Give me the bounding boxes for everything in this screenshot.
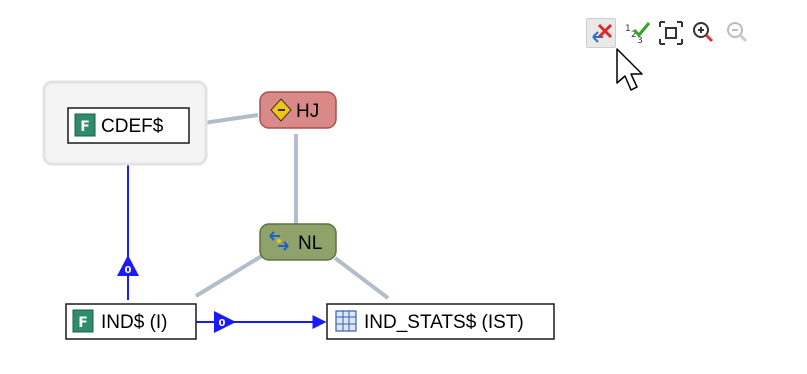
node-ind-stats[interactable]: IND_STATS$ (IST) xyxy=(326,303,555,340)
table-f-icon: F xyxy=(74,113,96,137)
node-ind-stats-label: IND_STATS$ (IST) xyxy=(364,312,524,333)
red-x-arrows-icon xyxy=(592,23,613,43)
edge-ind-to-nl xyxy=(194,252,267,298)
table-grid-icon xyxy=(335,310,357,332)
table-f-icon: F xyxy=(72,309,94,333)
zoom-in-icon xyxy=(693,22,714,43)
svg-text:0: 0 xyxy=(125,265,132,276)
node-nl[interactable]: NL xyxy=(259,223,337,261)
svg-text:F: F xyxy=(80,119,90,135)
fit-to-view-button[interactable] xyxy=(656,18,686,48)
svg-text:F: F xyxy=(78,315,88,331)
edge-indstats-to-nl xyxy=(333,256,390,300)
svg-text:1: 1 xyxy=(625,24,631,34)
zoom-out-disabled-icon xyxy=(727,22,748,43)
clear-selection-button[interactable] xyxy=(586,18,616,48)
node-ind[interactable]: F IND$ (I) xyxy=(65,303,197,340)
cardinality-badge-vertical: 0 xyxy=(117,255,139,276)
node-cdef-label: CDEF$ xyxy=(101,116,164,137)
svg-text:3: 3 xyxy=(637,36,643,46)
node-hj[interactable]: HJ xyxy=(259,91,337,129)
zoom-in-button[interactable] xyxy=(688,18,718,48)
zoom-out-button[interactable] xyxy=(722,18,752,48)
svg-text:2: 2 xyxy=(631,30,637,40)
fit-frame-icon xyxy=(659,21,683,45)
auto-number-button[interactable]: 1 2 3 xyxy=(622,18,652,48)
cardinality-badge-horizontal: 0 xyxy=(214,311,236,333)
numbered-check-icon: 1 2 3 xyxy=(625,22,651,46)
mouse-cursor xyxy=(616,48,643,91)
node-cdef[interactable]: F CDEF$ xyxy=(67,107,190,144)
node-ind-label: IND$ (I) xyxy=(101,312,168,333)
hash-join-icon xyxy=(270,98,292,122)
node-nl-label: NL xyxy=(298,233,322,254)
node-hj-label: HJ xyxy=(296,101,319,122)
nested-loop-icon xyxy=(269,231,289,251)
svg-text:0: 0 xyxy=(219,318,226,329)
